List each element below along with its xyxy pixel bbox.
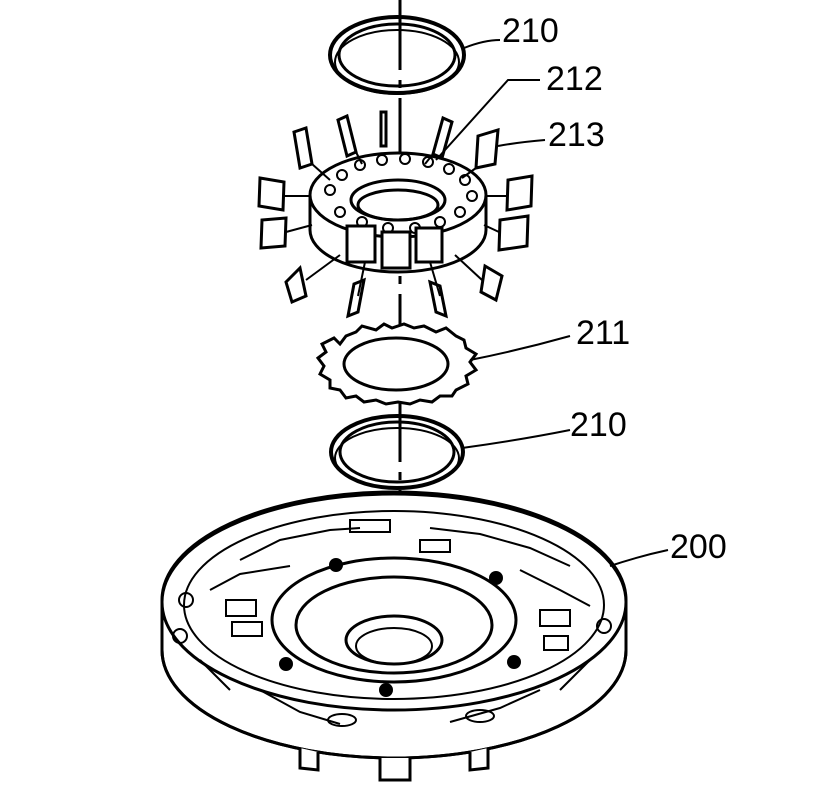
vane-guide-lines [284, 151, 507, 297]
vane-icon [257, 110, 534, 319]
callout-213: 213 [548, 116, 605, 154]
callout-leaders [435, 39, 669, 567]
callout-210-lower: 210 [570, 406, 627, 444]
pump-body-icon [160, 490, 628, 782]
callout-212: 212 [546, 60, 603, 98]
seal-ring-upper-icon [328, 15, 466, 95]
callout-labels: 210 212 213 211 210 200 [502, 12, 727, 566]
callout-211: 211 [576, 314, 630, 352]
callout-200: 200 [670, 528, 727, 566]
seal-ring-lower-icon [329, 414, 465, 490]
vane-support-ring-icon [315, 322, 479, 406]
vane-rotor-icon [308, 151, 488, 274]
callout-210-upper: 210 [502, 12, 559, 50]
